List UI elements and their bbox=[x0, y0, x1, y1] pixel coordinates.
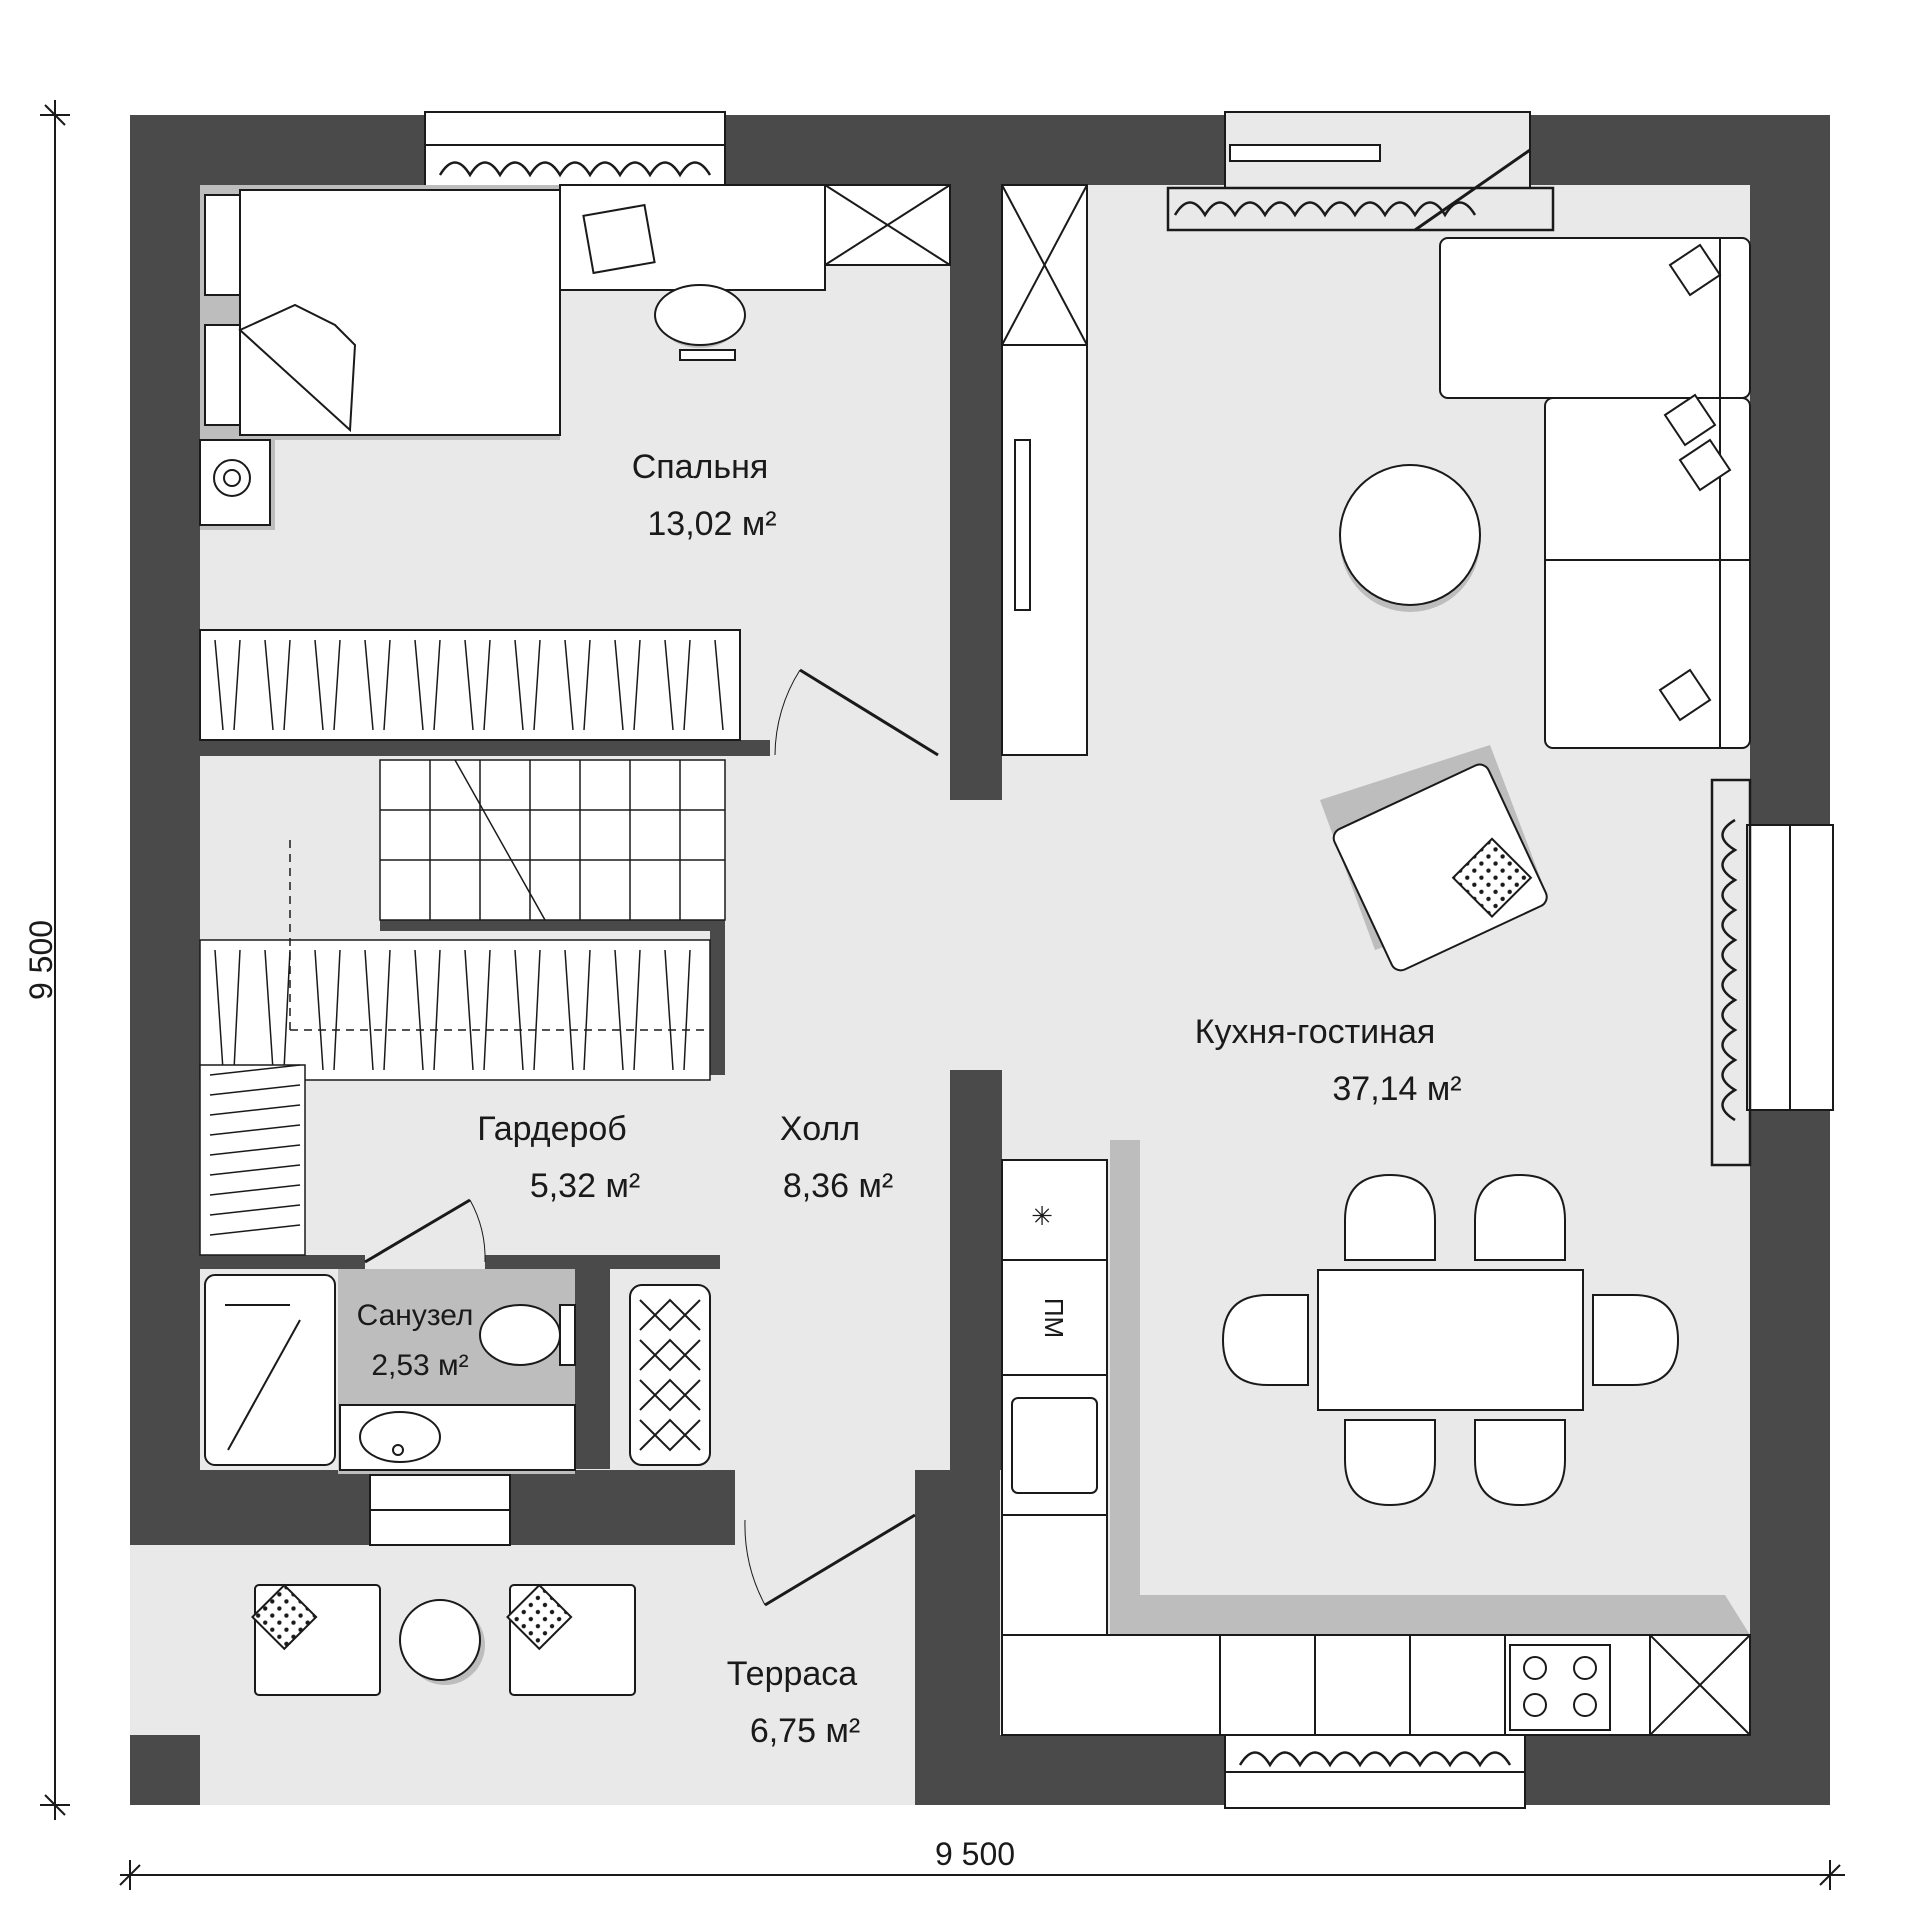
width-dimension-label: 9 500 bbox=[935, 1836, 1015, 1872]
windows bbox=[369, 111, 1834, 1809]
kitchen-units: ✳ bbox=[1001, 1140, 1751, 1736]
room-area-bedroom: 13,02 м² bbox=[647, 505, 776, 543]
room-area-terrace: 6,75 м² bbox=[750, 1712, 860, 1750]
gardrobe-shelves bbox=[199, 1064, 306, 1256]
living-furniture bbox=[1320, 237, 1751, 972]
freezer-icon: ✳ bbox=[1031, 1201, 1053, 1231]
room-area-wardrobe: 5,32 м² bbox=[530, 1167, 640, 1205]
room-area-bathroom: 2,53 м² bbox=[371, 1349, 468, 1382]
room-name-hall: Холл bbox=[780, 1110, 860, 1148]
hall-ottoman bbox=[629, 1284, 711, 1466]
terrace-furniture bbox=[251, 1583, 636, 1696]
curtains bbox=[438, 161, 1752, 1768]
bathroom-fixtures bbox=[204, 1269, 576, 1474]
bedroom-furniture bbox=[199, 184, 1088, 756]
room-area-living: 37,14 м² bbox=[1332, 1070, 1461, 1108]
closet-hatching bbox=[214, 639, 724, 731]
height-dimension-label: 9 500 bbox=[23, 920, 59, 1000]
room-name-living: Кухня-гостиная bbox=[1195, 1013, 1436, 1051]
dimension-lines bbox=[40, 100, 1845, 1890]
room-name-bedroom: Спальня bbox=[632, 448, 769, 486]
room-name-bathroom: Санузел bbox=[357, 1299, 474, 1332]
staircase bbox=[199, 759, 726, 1081]
room-area-hall: 8,36 м² bbox=[783, 1167, 893, 1205]
doors bbox=[364, 148, 1531, 1607]
interior-walls bbox=[200, 185, 1002, 1470]
room-name-wardrobe: Гардероб bbox=[477, 1110, 627, 1148]
room-name-terrace: Терраса bbox=[727, 1655, 857, 1693]
exterior-walls bbox=[130, 115, 1830, 1805]
dishwasher-label: ПМ bbox=[1039, 1298, 1069, 1338]
dining-set bbox=[1221, 1173, 1680, 1507]
